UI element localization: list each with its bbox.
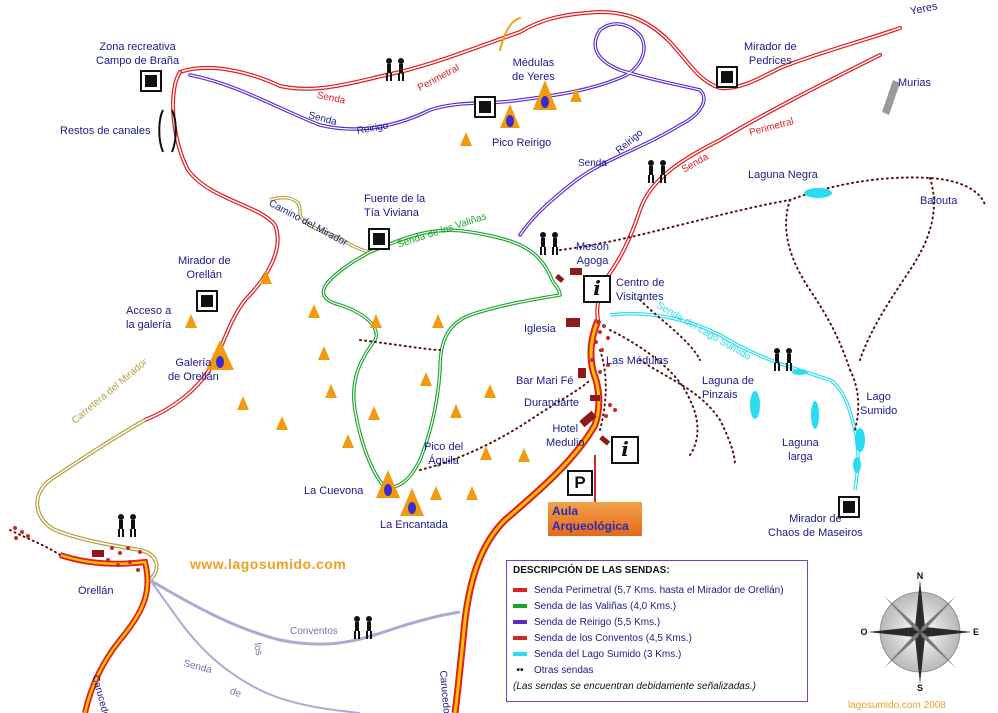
label-restos-canales: Restos de canales (60, 125, 151, 137)
label-los-conventos: los (251, 642, 265, 657)
zona-recreativa-icon[interactable] (140, 70, 162, 92)
label-mirador-pedrices: Mirador de Pedrices (744, 41, 797, 67)
hiker-icons (118, 58, 792, 639)
legend-item-label: Senda del Lago Sumido (3 Kms.) (534, 649, 682, 660)
legend-item: Senda del Lago Sumido (3 Kms.) (513, 647, 801, 663)
legend-item-label: Senda de los Conventos (4,5 Kms.) (534, 633, 692, 644)
website-label[interactable]: www.lagosumido.com (190, 556, 347, 572)
buildings (92, 268, 611, 557)
label-galeria-orellan: Galería de Orellán (168, 357, 219, 383)
route-carretera-mirador (35, 418, 159, 582)
route-senda-conventos (149, 578, 461, 713)
label-durandarte: Durandarte (524, 397, 580, 409)
route-senda-valinas (321, 228, 562, 490)
legend-item-label: Senda Perimetral (5,7 Kms. hasta el Mira… (534, 585, 784, 596)
legend-item: Senda de los Conventos (4,5 Kms.) (513, 631, 801, 647)
label-mirador-chaos: Mirador de Chaos de Maseiros (768, 513, 863, 539)
label-conventos: Conventos (290, 626, 338, 637)
legend-swatch (513, 636, 527, 641)
legend-swatch (513, 620, 527, 625)
compass-o: O (860, 627, 867, 637)
label-senda-reirigo-2: Senda (578, 158, 607, 169)
label-balouta: Balouta (920, 195, 958, 207)
label-las-medulas: Las Médulas (606, 355, 669, 367)
label-mirador-orellan: Mirador de Orellán (178, 255, 231, 281)
legend-item: Senda de Reirigo (5,5 Kms.) (513, 615, 801, 631)
murias-shape (882, 80, 900, 115)
label-laguna-pinzais: Laguna de Pinzais (702, 375, 754, 401)
label-murias: Murias (898, 77, 932, 89)
label-hotel-medulio: Hotel Medulio (546, 423, 585, 449)
label-bar-mari-fe: Bar Mari Fé (516, 375, 574, 387)
legend-item-label: Senda de Reirigo (5,5 Kms.) (534, 617, 661, 628)
laguna-negra-shape (804, 188, 832, 198)
aula-arqueologica-box[interactable]: Aula Arqueológica (548, 502, 642, 536)
label-la-cuevona: La Cuevona (304, 485, 364, 497)
route-main-road (59, 318, 603, 713)
mirador-orellan-icon[interactable] (196, 290, 218, 312)
parking-icon[interactable]: P (567, 470, 593, 496)
label-meson-agoga: Mesón Agoga (576, 241, 610, 267)
legend-swatch (513, 588, 527, 593)
laguna-pinzais-shape (750, 391, 760, 419)
compass-n: N (917, 572, 924, 581)
route-senda-perimetral (143, 10, 902, 422)
route-otras-sendas (9, 176, 986, 556)
label-fuente-tia-viviana: Fuente de la Tía Viviana (364, 193, 426, 219)
legend-swatch (513, 652, 527, 657)
route-camino-mirador (269, 196, 371, 254)
legend-note: (Las sendas se encuentran debidamente se… (513, 681, 756, 692)
label-centro-visitantes: Centro de Visitantes (616, 277, 665, 303)
legend-swatch (513, 604, 527, 609)
legend-title: DESCRIPCIÓN DE LAS SENDAS: (513, 565, 670, 576)
label-pico-aguila: Pico del Águila (424, 441, 464, 467)
info-aula-icon[interactable]: i (611, 436, 639, 464)
compass-e: E (973, 627, 979, 637)
label-la-encantada: La Encantada (380, 519, 448, 531)
label-laguna-negra: Laguna Negra (748, 169, 818, 181)
mirador-pedrices-icon[interactable] (716, 66, 738, 88)
mirador-chaos-icon[interactable] (838, 496, 860, 518)
lago-sumido-shape-2 (853, 457, 861, 473)
label-zona-recreativa: Zona recreativa Campo de Braña (96, 41, 180, 67)
label-medulas-yeres: Médulas de Yeres (512, 57, 555, 83)
label-iglesia: Iglesia (524, 323, 556, 335)
legend: DESCRIPCIÓN DE LAS SENDAS: Senda Perimet… (506, 560, 808, 702)
canales-marker (158, 109, 177, 153)
fuente-icon[interactable] (368, 228, 390, 250)
compass-s: S (917, 683, 923, 692)
laguna-larga-shape (811, 401, 819, 429)
dots-icon: •• (516, 665, 524, 676)
legend-otras: •• Otras sendas (513, 663, 801, 679)
label-orellan: Orellán (78, 585, 114, 597)
village-dots (13, 320, 617, 572)
compass-rose-icon: N S O E (860, 572, 979, 692)
legend-item-label: Senda de las Valiñas (4,0 Kms.) (534, 601, 677, 612)
label-pico-reirigo: Pico Reirigo (492, 137, 552, 149)
route-senda-reirigo (188, 22, 706, 237)
lago-sumido-shape (855, 428, 865, 452)
label-lago-sumido: Lago Sumido (860, 391, 898, 417)
credit-label: lagosumido.com 2008 (848, 700, 946, 711)
lakes (750, 188, 865, 473)
legend-item: Senda de las Valiñas (4,0 Kms.) (513, 599, 801, 615)
aula-pointer-line (594, 455, 596, 502)
legend-otras-label: Otras sendas (534, 665, 594, 676)
legend-item: Senda Perimetral (5,7 Kms. hasta el Mira… (513, 583, 801, 599)
cave-mouths (216, 96, 549, 514)
pico-reirigo-icon[interactable] (474, 96, 496, 118)
label-acceso-galeria: Acceso a la galería (126, 305, 172, 331)
info-centro-icon[interactable]: i (583, 275, 611, 303)
label-laguna-larga: Laguna larga (782, 437, 819, 463)
